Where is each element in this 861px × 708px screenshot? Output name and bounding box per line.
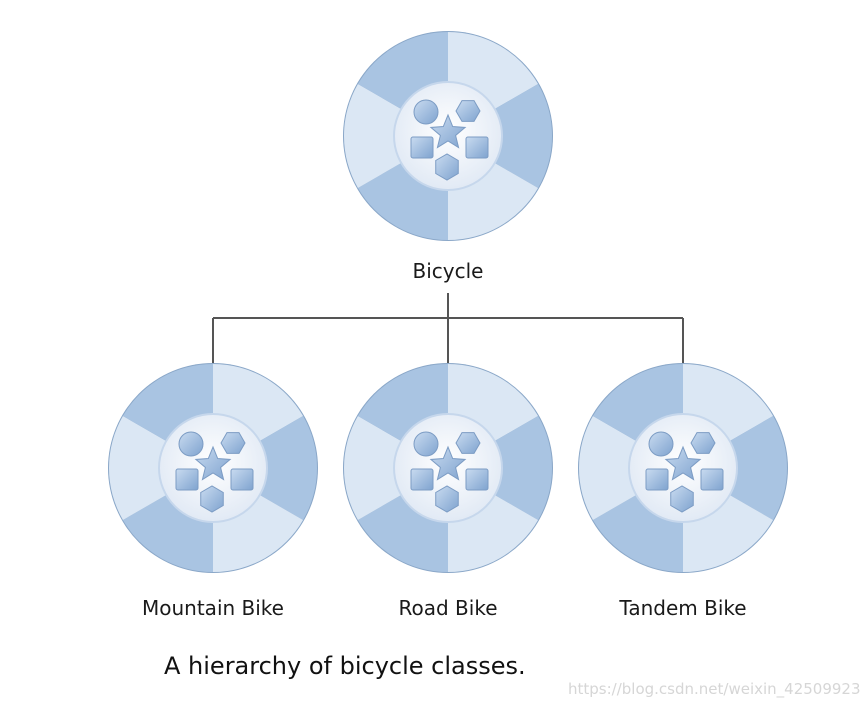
hexagon-shape-icon [670,485,694,513]
star-shape-icon [664,445,702,481]
hexagon-shape-icon [435,153,459,181]
square-shape-icon [230,468,254,491]
connector-lines [212,293,684,363]
square-shape-icon [465,468,489,491]
square-shape-icon [410,468,434,491]
circle-shape-icon [413,431,439,457]
watermark-text: https://blog.csdn.net/weixin_42509923 [568,680,861,698]
star-shape-icon [429,113,467,149]
square-shape-icon [645,468,669,491]
hexagon-shape-icon [455,432,481,454]
circle-shape-icon [178,431,204,457]
node-tandem-bike [578,363,788,573]
circle-shape-icon [413,99,439,125]
square-shape-icon [410,136,434,159]
circle-shape-icon [648,431,674,457]
hexagon-shape-icon [200,485,224,513]
hexagon-shape-icon [690,432,716,454]
square-shape-icon [175,468,199,491]
node-label-road-bike: Road Bike [399,596,498,620]
hexagon-shape-icon [435,485,459,513]
node-label-bicycle: Bicycle [413,259,484,283]
star-shape-icon [194,445,232,481]
hexagon-shape-icon [220,432,246,454]
figure-caption: A hierarchy of bicycle classes. [164,652,526,680]
node-bicycle [343,31,553,241]
node-mountain-bike [108,363,318,573]
hexagon-shape-icon [455,100,481,122]
node-label-tandem-bike: Tandem Bike [618,596,746,620]
node-label-mountain-bike: Mountain Bike [142,596,284,620]
star-shape-icon [429,445,467,481]
square-shape-icon [465,136,489,159]
square-shape-icon [700,468,724,491]
node-road-bike [343,363,553,573]
